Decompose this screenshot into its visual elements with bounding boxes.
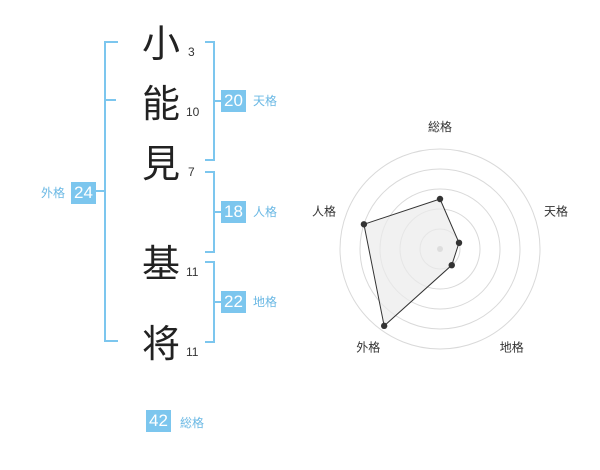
- radar-axis-label: 総格: [428, 119, 452, 134]
- jinkaku-value: 18: [221, 201, 246, 223]
- radar-point: [360, 221, 368, 228]
- name-char-2: 能: [142, 82, 181, 126]
- radar-axis-label: 天格: [544, 203, 568, 218]
- name-char-5: 将: [142, 322, 181, 366]
- radar-ring: [339, 148, 541, 350]
- tenkaku-label: 天格: [253, 94, 278, 108]
- chikaku-label: 地格: [253, 295, 278, 309]
- radar-area: [363, 198, 460, 327]
- radar-point: [380, 322, 388, 330]
- radar-point: [455, 239, 463, 247]
- chikaku-tick: [213, 301, 221, 303]
- gaikaku-bracket: [104, 41, 118, 342]
- gaikaku-tick-top: [104, 99, 116, 101]
- tenkaku-tick: [213, 100, 221, 102]
- stroke-count-5: 11: [186, 345, 199, 359]
- stroke-count-3: 7: [188, 165, 195, 179]
- soukaku-value: 42: [146, 410, 171, 432]
- gaikaku-tick-mid: [96, 190, 106, 192]
- jinkaku-label: 人格: [253, 205, 278, 219]
- jinkaku-tick: [213, 211, 221, 213]
- gaikaku-label: 外格: [41, 186, 66, 200]
- stroke-count-1: 3: [188, 45, 195, 59]
- tenkaku-value: 20: [221, 90, 246, 112]
- name-char-1: 小: [142, 22, 181, 66]
- radar-point: [448, 261, 455, 269]
- radar-ring: [359, 168, 521, 330]
- gaikaku-value: 24: [71, 182, 96, 204]
- radar-axis-label: 地格: [500, 340, 524, 355]
- stroke-count-4: 11: [186, 265, 199, 279]
- radar-point: [436, 195, 444, 203]
- soukaku-label: 総格: [180, 416, 205, 430]
- stroke-count-2: 10: [186, 105, 200, 119]
- radar-axis-label: 外格: [356, 340, 380, 355]
- name-char-3: 見: [142, 142, 181, 186]
- chikaku-value: 22: [221, 291, 246, 313]
- radar-axis-label: 人格: [312, 203, 336, 218]
- name-char-4: 基: [142, 242, 181, 286]
